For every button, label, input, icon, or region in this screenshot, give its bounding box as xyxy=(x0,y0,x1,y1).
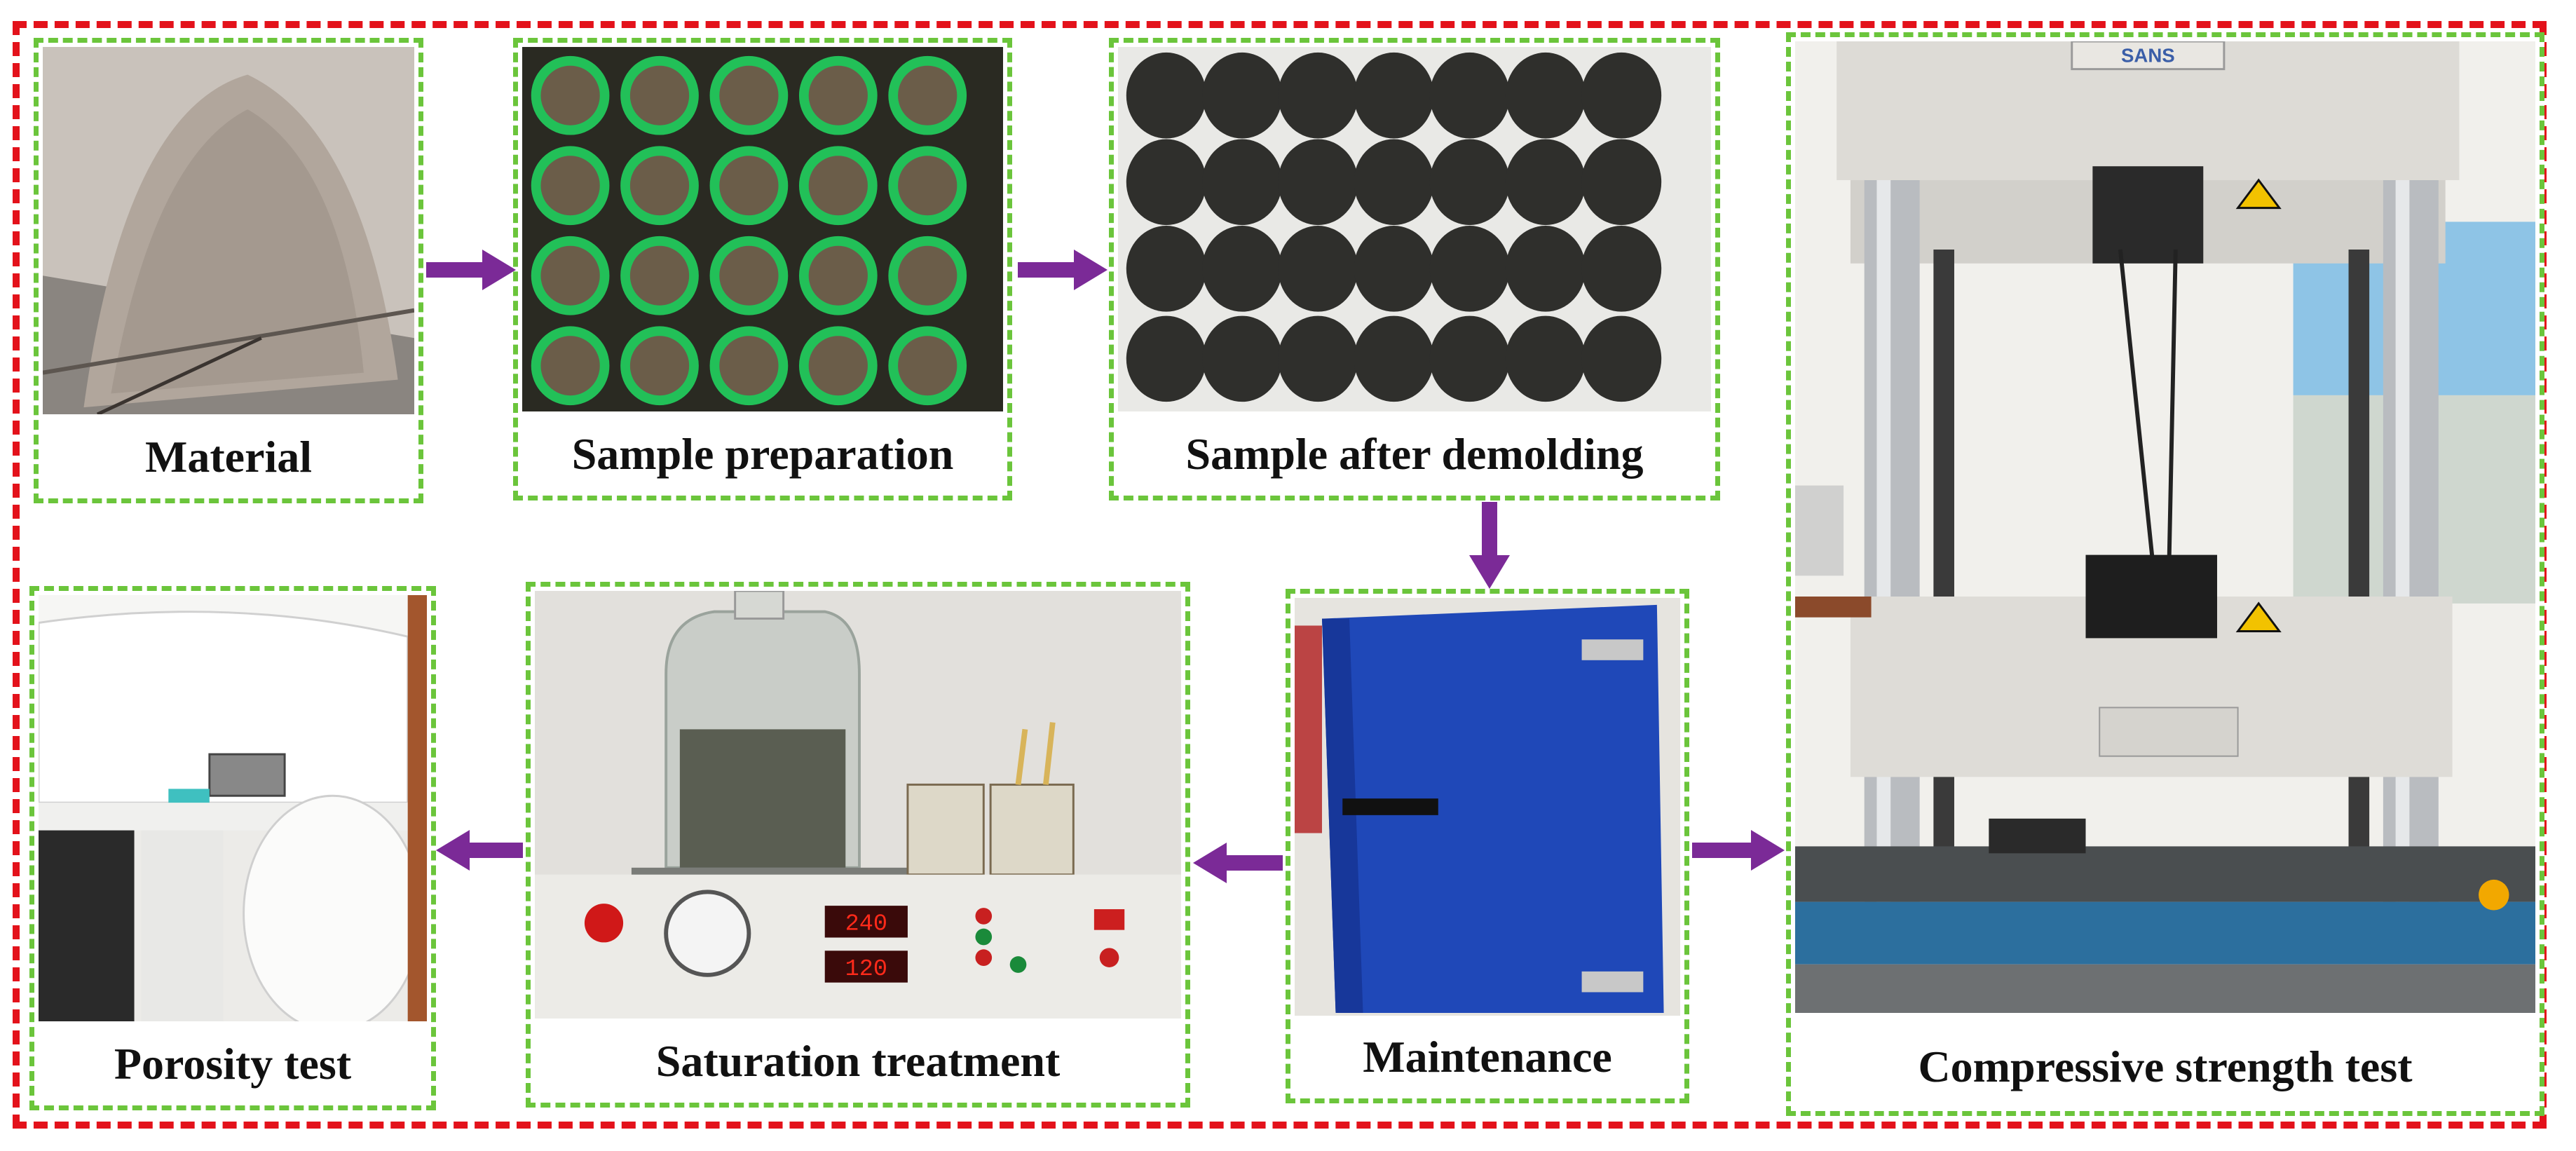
arrow-right-icon xyxy=(1692,830,1785,871)
compressive-strength-test-label: Compressive strength test xyxy=(1918,1042,2413,1091)
material-label: Material xyxy=(144,432,313,482)
saturation-device-photo: 240 120 xyxy=(535,591,1181,1019)
porosity-test-label: Porosity test xyxy=(114,1039,352,1089)
saturation-display-bottom: 120 xyxy=(845,956,887,983)
step-material: Material xyxy=(34,38,423,503)
step-sample-preparation: Sample preparation xyxy=(513,38,1012,500)
saturation-display-top: 240 xyxy=(845,911,887,938)
step-maintenance: Maintenance xyxy=(1286,589,1689,1103)
sample-preparation-photo xyxy=(522,47,1003,411)
arrow-left-icon xyxy=(1193,843,1283,883)
porosity-analyzer-photo xyxy=(39,595,427,1021)
arrow-right-icon xyxy=(1018,250,1108,290)
sample-after-demolding-label: Sample after demolding xyxy=(1185,429,1644,479)
arrow-left-icon xyxy=(436,830,523,871)
compressive-machine-photo: SANS xyxy=(1795,41,2535,1013)
sample-preparation-label: Sample preparation xyxy=(571,429,954,479)
step-saturation-treatment: 240 120 Saturation treatment xyxy=(526,582,1190,1108)
arrow-right-icon xyxy=(426,250,516,290)
material-photo xyxy=(43,47,414,414)
saturation-treatment-label: Saturation treatment xyxy=(655,1036,1061,1086)
demolded-samples-photo xyxy=(1118,47,1711,411)
step-compressive-strength-test: SANS Com xyxy=(1786,32,2544,1116)
maintenance-label: Maintenance xyxy=(1363,1032,1612,1082)
step-porosity-test: Porosity test xyxy=(29,586,436,1110)
machine-brand-text: SANS xyxy=(2121,45,2175,67)
arrow-down-icon xyxy=(1469,502,1510,589)
step-sample-after-demolding: Sample after demolding xyxy=(1109,38,1720,500)
curing-oven-photo xyxy=(1295,598,1680,1016)
